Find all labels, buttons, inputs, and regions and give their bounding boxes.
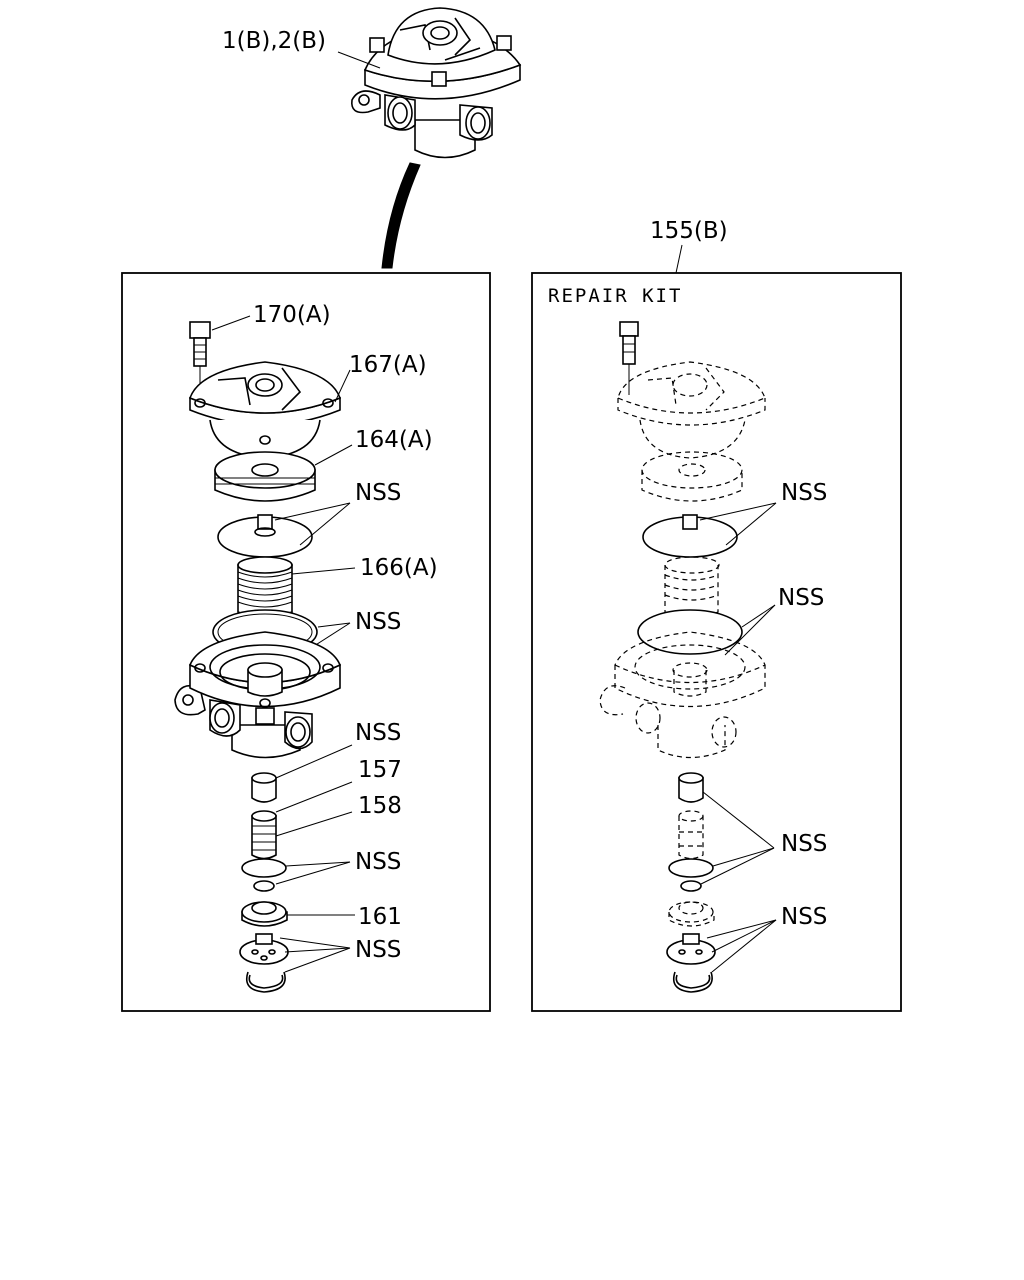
valve-guide-illustration [251,810,277,860]
diaphragm-illustration [217,514,313,558]
nss-label-4: NSS [355,849,401,875]
nss-label-1: NSS [355,480,401,506]
valve-insert-illustration [251,772,277,803]
piston-illustration [214,451,316,502]
retainer-illustration [239,933,289,993]
kit-spring-outline [664,556,720,618]
kit-diaphragm-illustration [642,514,738,558]
nss-label-2: NSS [355,609,401,635]
nss-label-3: NSS [355,720,401,746]
cover-illustration [188,361,342,459]
kit-o-ring-illustration [637,609,743,655]
part-161-label: 161 [358,904,402,930]
piston-label: 164(A) [355,427,433,453]
parts-breakdown-frame [121,272,491,1012]
repair-kit-number-label: 155(B) [650,218,728,244]
part-158-label: 158 [358,793,402,819]
kit-body-outline [599,631,766,759]
valve-body-illustration [174,631,342,759]
bolt-label: 170(A) [253,302,331,328]
kit-seat-outline [668,901,715,927]
seal-washers-illustration [241,858,287,892]
kit-guide-outline [678,810,704,860]
nss-label-5: NSS [355,937,401,963]
kit-bolt-outline [619,321,639,395]
valve-seat-illustration [241,901,288,927]
spring-illustration [237,556,293,618]
kit-nss-label-1: NSS [781,480,827,506]
kit-seal-washers-illustration [668,858,714,892]
kit-retainer-illustration [666,933,716,993]
cover-label: 167(A) [349,352,427,378]
repair-kit-frame [531,272,902,1012]
kit-nss-label-3: NSS [781,831,827,857]
valve-assembly-illustration [351,7,522,159]
kit-insert-illustration [678,772,704,803]
repair-kit-title: REPAIR KIT [548,285,682,307]
kit-nss-label-4: NSS [781,904,827,930]
kit-cover-outline [617,361,766,459]
part-157-label: 157 [358,757,402,783]
spring-label: 166(A) [360,555,438,581]
kit-nss-label-2: NSS [778,585,824,611]
assembly-part-label: 1(B),2(B) [222,28,326,54]
assembly-leader-curve [381,162,421,269]
kit-piston-outline [641,451,743,502]
